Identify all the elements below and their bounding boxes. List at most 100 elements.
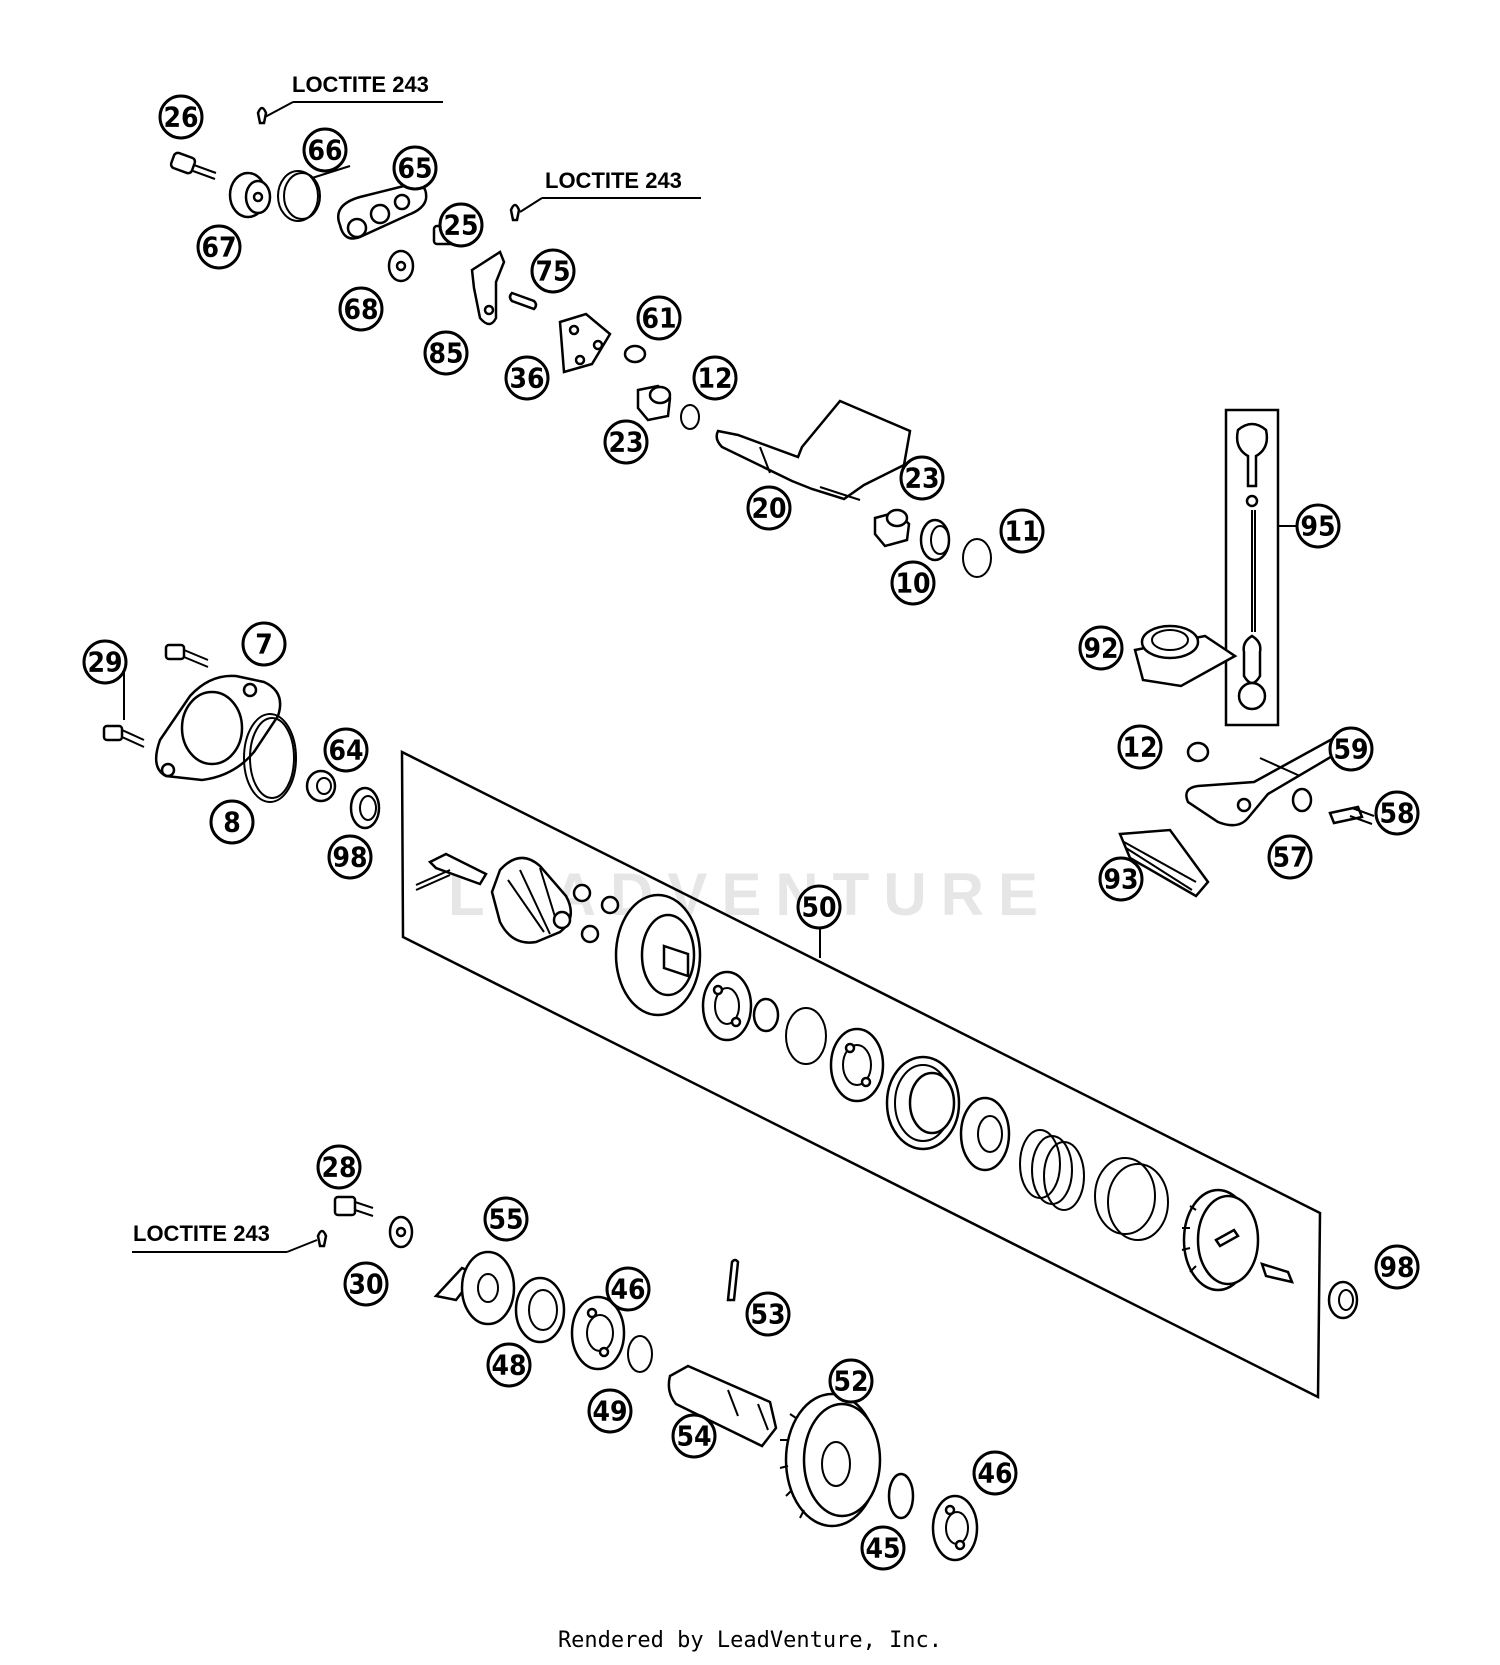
part-92-boot <box>1133 624 1238 688</box>
svg-text:98: 98 <box>1379 1251 1414 1284</box>
svg-text:30: 30 <box>348 1268 383 1301</box>
svg-text:75: 75 <box>535 255 570 288</box>
callout-8: 8 <box>209 799 255 845</box>
svg-text:25: 25 <box>443 209 478 242</box>
svg-text:93: 93 <box>1103 863 1138 896</box>
svg-text:12: 12 <box>697 362 732 395</box>
callout-58: 58 <box>1374 790 1420 836</box>
part-61-pin <box>623 344 647 364</box>
part-67-bushing <box>228 171 272 219</box>
part-53-pin <box>726 1258 740 1302</box>
callout-61: 61 <box>636 295 682 341</box>
part-59-lever <box>1185 736 1349 827</box>
callout-36: 36 <box>504 355 550 401</box>
svg-text:66: 66 <box>307 134 342 167</box>
part-28-bolt <box>333 1195 374 1217</box>
svg-text:53: 53 <box>750 1298 785 1331</box>
callout-66: 66 <box>302 127 348 173</box>
part-98-bushing-b <box>1327 1280 1359 1320</box>
part-11-circlip <box>962 538 992 578</box>
callout-57: 57 <box>1267 834 1313 880</box>
part-64-nut <box>305 769 337 803</box>
part-12-ring-a <box>680 404 700 430</box>
part-50-assembly <box>415 852 1295 1292</box>
part-55-guide <box>433 1250 516 1326</box>
svg-text:95: 95 <box>1300 510 1335 543</box>
part-66-spring <box>277 165 351 222</box>
part-68-washer <box>387 249 415 283</box>
part-93-plate <box>1118 828 1210 898</box>
callout-68: 68 <box>338 286 384 332</box>
svg-text:54: 54 <box>676 1420 711 1453</box>
part-10-ring <box>919 518 951 562</box>
callout-52: 52 <box>828 1358 874 1404</box>
callout-85: 85 <box>423 330 469 376</box>
svg-text:45: 45 <box>865 1532 900 1565</box>
svg-text:58: 58 <box>1379 797 1414 830</box>
part-45-ring <box>887 1472 915 1520</box>
loctite-label: LOCTITE 243 <box>545 168 682 193</box>
svg-text:20: 20 <box>751 492 786 525</box>
callout-7: 7 <box>241 621 287 667</box>
callout-25: 25 <box>438 202 484 248</box>
callout-30: 30 <box>343 1261 389 1307</box>
part-48-ring <box>514 1276 566 1344</box>
part-30-washer <box>388 1215 414 1249</box>
callout-46: 46 <box>605 1266 651 1312</box>
svg-text:57: 57 <box>1272 841 1307 874</box>
loctite-note-2: LOCTITE 243 <box>509 168 701 222</box>
callout-11: 11 <box>999 508 1045 554</box>
loctite-note-1: LOCTITE 243 <box>256 72 443 125</box>
callout-48: 48 <box>486 1342 532 1388</box>
part-36-plate <box>558 312 612 374</box>
svg-text:7: 7 <box>255 628 273 661</box>
part-26-bolt <box>169 151 217 180</box>
part-29-bolts <box>102 643 209 748</box>
part-23-bushing-b <box>873 508 911 548</box>
part-52-gear <box>779 1392 882 1528</box>
svg-text:46: 46 <box>610 1273 645 1306</box>
part-20-shaft <box>715 399 912 501</box>
part-95-linkage <box>1235 422 1269 711</box>
callout-12: 12 <box>1117 724 1163 770</box>
callout-10: 10 <box>890 560 936 606</box>
svg-text:48: 48 <box>491 1349 526 1382</box>
callout-49: 49 <box>587 1388 633 1434</box>
callout-54: 54 <box>671 1413 717 1459</box>
svg-text:85: 85 <box>428 337 463 370</box>
callout-53: 53 <box>745 1291 791 1337</box>
callout-46: 46 <box>972 1450 1018 1496</box>
svg-text:46: 46 <box>977 1457 1012 1490</box>
part-75-pin <box>508 291 538 311</box>
svg-text:98: 98 <box>332 841 367 874</box>
callout-28: 28 <box>316 1144 362 1190</box>
part-95-box <box>1224 408 1280 727</box>
part-46-bearing-b <box>931 1494 979 1562</box>
part-46-bearing-a <box>570 1295 626 1371</box>
svg-text:55: 55 <box>488 1203 523 1236</box>
svg-text:49: 49 <box>592 1395 627 1428</box>
part-49-circlip <box>627 1335 653 1373</box>
callout-50: 50 <box>796 884 842 930</box>
svg-text:23: 23 <box>608 426 643 459</box>
callout-93: 93 <box>1098 856 1144 902</box>
callout-23: 23 <box>899 455 945 501</box>
svg-text:28: 28 <box>321 1151 356 1184</box>
callout-45: 45 <box>860 1525 906 1571</box>
loctite-label: LOCTITE 243 <box>133 1221 270 1246</box>
svg-text:8: 8 <box>223 806 241 839</box>
svg-text:68: 68 <box>343 293 378 326</box>
callout-23: 23 <box>603 419 649 465</box>
svg-text:52: 52 <box>833 1365 868 1398</box>
part-57-washer <box>1291 787 1313 813</box>
part-58-bolt <box>1328 805 1375 825</box>
svg-text:92: 92 <box>1083 632 1118 665</box>
svg-text:29: 29 <box>87 646 122 679</box>
svg-text:11: 11 <box>1004 515 1039 548</box>
part-54-shaft <box>667 1364 778 1448</box>
callout-29: 29 <box>82 639 128 685</box>
loctite-drop-icon <box>316 1229 328 1248</box>
part-50-box <box>400 749 1322 1400</box>
loctite-drop-icon <box>256 106 268 125</box>
